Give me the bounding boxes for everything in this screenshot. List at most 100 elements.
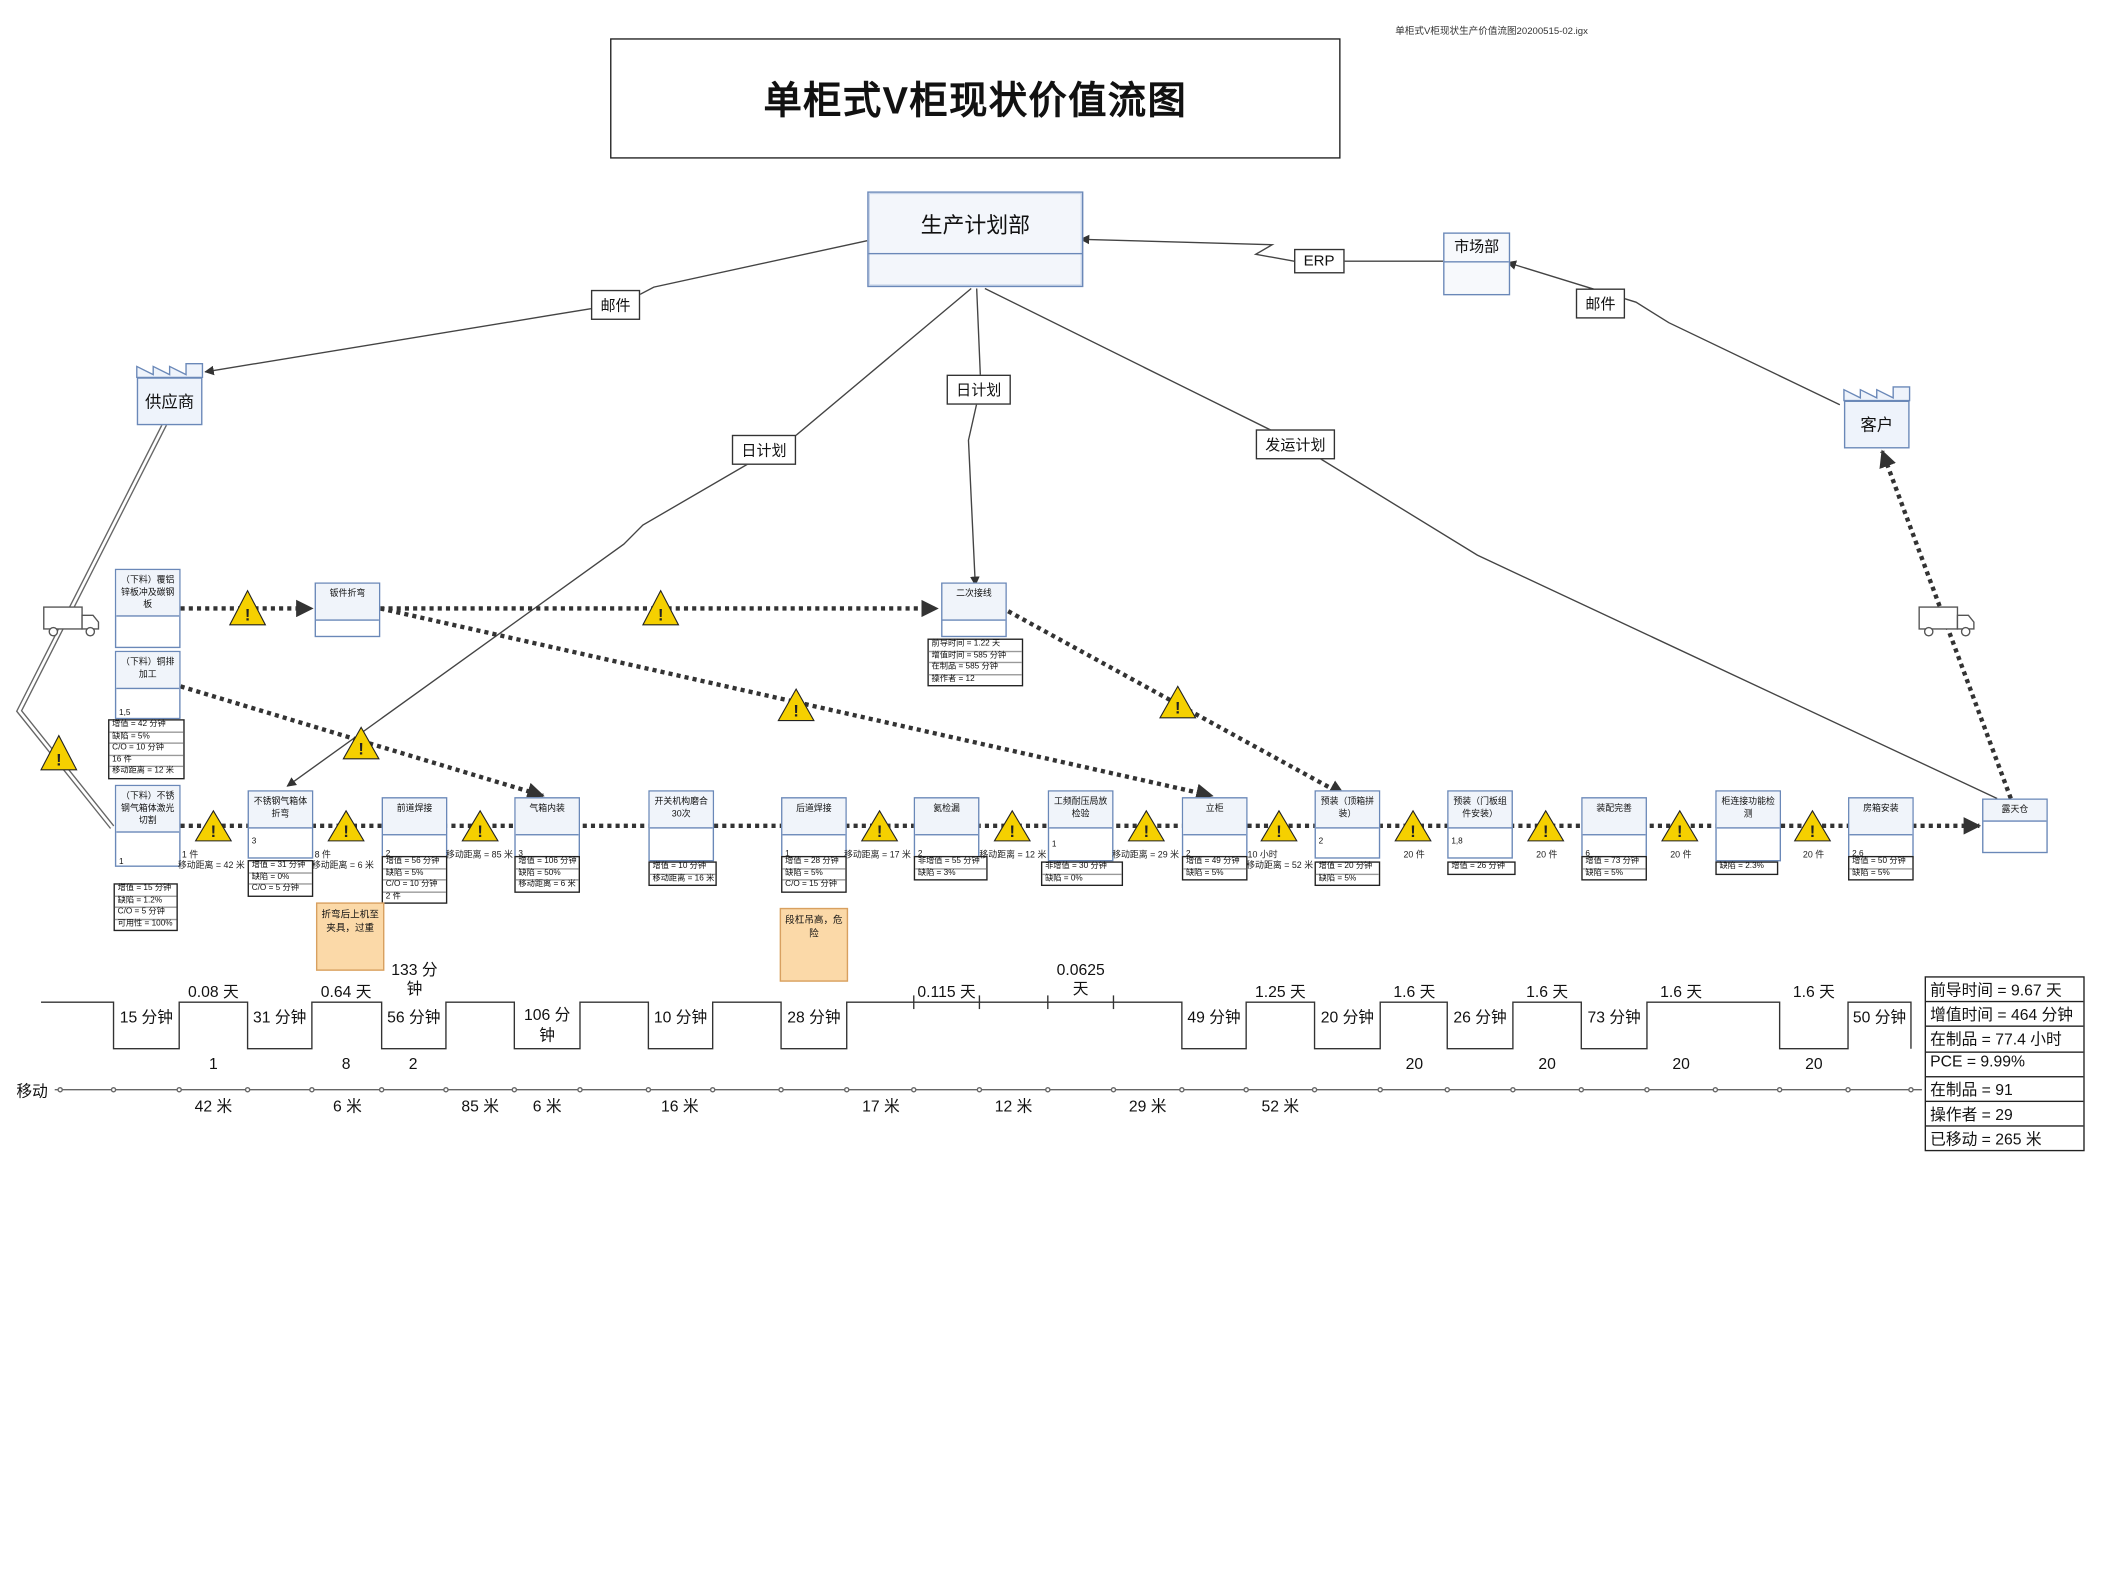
data-box-row: 缺陷 = 0% [1045,874,1083,883]
shipping-plan-line [984,287,1998,800]
process-name: 房箱安装 [1849,798,1913,836]
data-box-row: 增值 = 28 分钟 [782,857,846,869]
process-name: 前道焊接 [383,798,446,836]
inventory-label: 移动距离 = 29 米 [1112,850,1180,861]
process-box[interactable]: 钣件折弯 [314,582,381,638]
inventory-label: 移动距离 = 52 米 [1246,861,1314,871]
process-time: 106 分钟 [523,1007,571,1045]
move-distance: 17 米 [862,1099,900,1116]
process-time: 28 分钟 [787,1010,841,1027]
warning-icon [40,589,1832,842]
process-box[interactable]: 氦检漏 2 [913,797,980,859]
move-distance: 6 米 [333,1099,362,1116]
process-time: 26 分钟 [1453,1010,1507,1027]
process-time: 56 分钟 [387,1010,441,1027]
process-time: 73 分钟 [1587,1010,1641,1027]
data-box-row: 在制品 = 585 分钟 [928,663,1022,675]
svg-text:!: ! [1144,823,1149,841]
process-box[interactable]: 柜连接功能检测 [1715,790,1782,862]
erp-tag: ERP [1294,248,1345,274]
svg-text:!: ! [1810,823,1815,841]
process-name: 工频耐压局放检验 [1049,791,1113,829]
process-name: 钣件折弯 [315,583,379,621]
process-box[interactable]: 预装（顶箱拼装）2 [1314,790,1381,859]
supplier-factory[interactable]: 供应商 [136,363,204,426]
warning-layer: !!! !!! !!! !!! !!! !! [40,589,1832,842]
market-dept-box[interactable]: 市场部 [1443,232,1511,296]
data-box-row: 操作者 = 12 [931,674,975,683]
operator-count: 2 [1185,850,1191,859]
data-box-row: 缺陷 = 2.3% [1719,862,1764,871]
operator-count: 2 [385,850,391,859]
customer-factory[interactable]: 客户 [1843,386,1911,449]
data-box-top-box: 增值 = 20 分钟缺陷 = 5% [1314,861,1381,887]
problem-note: 折弯后上机至夹具，过重 [315,902,385,971]
inventory-label: 20 件 [1802,850,1825,861]
push-arrow-3 [379,606,1214,801]
move-distance: 85 米 [461,1099,499,1116]
customer-label: 客户 [1843,400,1910,449]
process-name: 氦检漏 [915,798,979,836]
data-box-row: 增值 = 10 分钟 [649,863,716,875]
data-box-row: C/O = 10 分钟 [109,744,184,756]
svg-text:!: ! [1175,700,1180,718]
process-box[interactable]: （下料）覆铝锌板冲及碳钢板 [114,568,181,649]
supplier-label: 供应商 [136,377,203,426]
data-box-door: 增值 = 26 分钟 [1447,861,1516,875]
summary-pce: PCE = 9.99% [1926,1052,2084,1078]
process-time: 10 分钟 [653,1010,708,1027]
lead-time: 0.0625 天 [1056,962,1105,999]
data-box-row: 增值 = 42 分钟 [109,721,184,733]
process-name: 预装（顶箱拼装） [1315,791,1379,829]
process-box[interactable]: 预装（门板组件安装）1,8 [1447,790,1513,859]
data-box-row: 缺陷 = 0% [248,873,312,885]
data-box-house: 增值 = 50 分钟缺陷 = 5% [1848,855,1914,881]
process-name: 预装（门板组件安装） [1448,791,1512,829]
svg-text:!: ! [1677,823,1682,841]
svg-text:!: ! [793,702,798,720]
process-box[interactable]: 开关机构磨合30次 [648,790,715,862]
svg-text:!: ! [211,823,216,841]
mail-tag-right: 邮件 [1575,288,1626,319]
process-name: （下料）铜排加工 [116,652,180,690]
production-control-box[interactable]: 生产计划部 [867,191,1084,288]
operator-count: 3 [251,838,257,847]
data-box-row: 移动距离 = 6 米 [518,880,576,889]
data-box-row: 增值 = 73 分钟 [1582,857,1646,869]
summary-value-added: 增值时间 = 464 分钟 [1926,1002,2084,1028]
svg-text:!: ! [245,607,250,625]
data-box-row: 缺陷 = 3% [917,868,956,878]
process-name: 装配完善 [1582,798,1646,836]
operator-count: 3 [518,850,524,859]
page-title: 单柜式V柜现状价值流图 [610,38,1341,159]
data-box-row: 增值 = 26 分钟 [1451,862,1505,871]
data-box-row: 缺陷 = 1.2% [114,896,177,908]
erp-line [1079,234,1444,262]
inventory-label: 20 件 [1403,850,1425,861]
process-time: 50 分钟 [1852,1010,1907,1027]
operator-count: 2 [917,850,923,859]
count-label: 20 [1672,1056,1690,1074]
truck-icon [1918,606,1975,637]
data-box-row: 缺陷 = 50% [515,869,579,881]
lead-time: 1.6 天 [1660,984,1703,1001]
process-box[interactable]: 露天仓 [1982,798,2048,854]
summary-box: 前导时间 = 9.67 天 增值时间 = 464 分钟 在制品 = 77.4 小… [1924,976,2085,1152]
daily-plan-tag-1: 日计划 [731,434,797,465]
summary-operators: 操作者 = 29 [1926,1102,2084,1127]
process-name: 开关机构磨合30次 [649,791,713,829]
data-box-gas-box: 增值 = 106 分钟缺陷 = 50%移动距离 = 6 米 [514,855,580,893]
move-distance: 16 米 [661,1099,699,1116]
data-box-row: 缺陷 = 5% [1185,868,1224,878]
process-box[interactable]: 前道焊接 2 [381,797,448,859]
process-box[interactable]: 二次接线 [941,582,1007,638]
